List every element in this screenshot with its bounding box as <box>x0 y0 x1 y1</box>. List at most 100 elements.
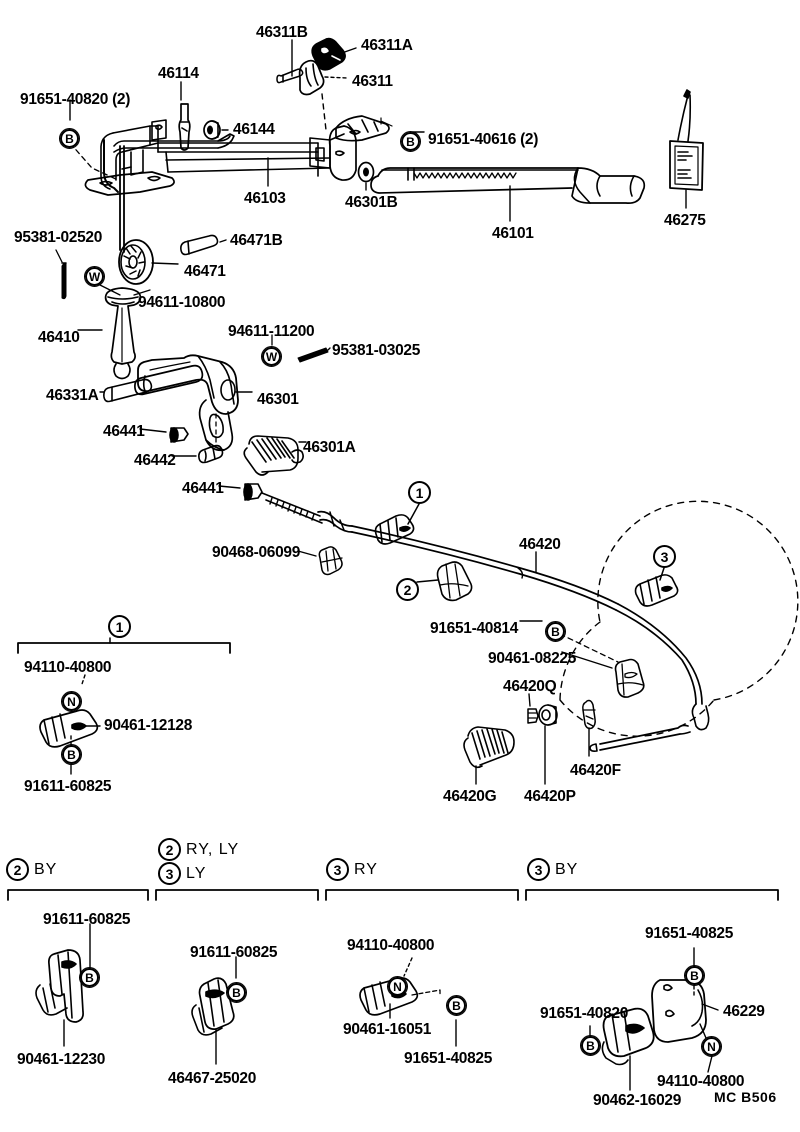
panel-4-label-90462-16029: 90462-16029 <box>593 1092 682 1109</box>
bottom-panel-brackets <box>7 889 779 901</box>
callout-badge-3: 3 <box>653 545 676 568</box>
inset-1-label-90461-12128: 90461-12128 <box>104 717 193 734</box>
panel-2-label-91611-60825: 91611-60825 <box>190 944 278 961</box>
part-label-91651-40814: 91651-40814 <box>430 620 519 637</box>
panel-header-3-ry: 3 RY <box>326 858 378 881</box>
inset-1-badge-bolt-b: B <box>60 743 83 766</box>
part-46114-pin <box>178 103 191 151</box>
panel-3-badge-bolt-b: B <box>445 994 468 1017</box>
panel-4-label-94110-40800: 94110-40800 <box>657 1073 745 1090</box>
part-46301a-spring <box>243 435 304 476</box>
part-label-46103: 46103 <box>244 190 286 207</box>
clamp-callout-1 <box>374 514 415 545</box>
callout-badge-2: 2 <box>396 578 419 601</box>
part-label-46420q: 46420Q <box>503 678 557 695</box>
part-label-95381-03025: 95381-03025 <box>332 342 421 359</box>
panel-4-part-90462-16029 <box>601 1007 655 1091</box>
part-46420p-grommet <box>538 704 558 726</box>
part-label-91651-40820: 91651-40820 (2) <box>20 91 131 108</box>
part-46311a-clip <box>311 37 346 71</box>
panel-header-text-ry: RY <box>354 860 378 878</box>
panel-1-badge-bolt-b: B <box>78 966 101 989</box>
panel-3-label-94110-40800: 94110-40800 <box>347 937 435 954</box>
part-46471-pulley <box>118 239 154 285</box>
part-label-90461-08225: 90461-08225 <box>488 650 577 667</box>
badge-washer-w-1: W <box>83 265 106 288</box>
part-46420-cable <box>261 492 710 752</box>
part-label-46311b: 46311B <box>256 24 308 41</box>
panel-header-badge-3c: 3 <box>527 858 550 881</box>
panel-4-label-46229: 46229 <box>723 1003 765 1020</box>
panel-4-label-91651-40820: 91651-40820 <box>540 1005 629 1022</box>
part-label-94611-10800: 94611-10800 <box>138 294 226 311</box>
part-label-95381-02520: 95381-02520 <box>14 229 103 246</box>
part-46101-lever <box>370 167 646 204</box>
inset-1-label-91611-60825: 91611-60825 <box>24 778 112 795</box>
part-label-46442: 46442 <box>134 452 176 469</box>
panel-header-badge-3b: 3 <box>326 858 349 881</box>
part-46441-nut-upper <box>169 427 189 443</box>
inset-1-badge-nut-n: N <box>60 690 83 713</box>
callout-badge-1: 1 <box>408 481 431 504</box>
panel-header-text-ly: LY <box>186 864 207 882</box>
panel-header-text-ry-ly: RY, LY <box>186 840 240 858</box>
part-46103-center-bracket <box>309 115 393 181</box>
panel-4-label-91651-40825: 91651-40825 <box>645 925 734 942</box>
part-label-46101: 46101 <box>492 225 534 242</box>
panel-header-2-ry-ly: 2 RY, LY <box>158 838 239 861</box>
badge-bolt-b-1: B <box>58 127 81 150</box>
part-90461-08225-clip <box>614 658 645 698</box>
part-46471b-bolt <box>180 234 219 256</box>
panel-header-badge-3a: 3 <box>158 862 181 885</box>
part-label-46301b: 46301B <box>345 194 398 211</box>
part-46420q-bush <box>527 708 539 724</box>
part-46420g-spring <box>463 726 515 769</box>
part-label-46301a: 46301A <box>303 439 356 456</box>
part-label-46311: 46311 <box>352 73 393 90</box>
badge-bolt-b-3: B <box>544 620 567 643</box>
panel-2-label-46467-25020: 46467-25020 <box>168 1070 257 1087</box>
panel-header-badge-2b: 2 <box>158 838 181 861</box>
panel-3-label-90461-16051: 90461-16051 <box>343 1021 432 1038</box>
part-label-46301: 46301 <box>257 391 299 408</box>
badge-bolt-b-2: B <box>399 130 422 153</box>
part-90468-06099-clip <box>318 546 343 576</box>
part-46275-tag <box>669 89 704 209</box>
inset-1-frame <box>17 637 231 654</box>
part-46311b-pin <box>276 68 304 84</box>
part-label-46275: 46275 <box>664 212 706 229</box>
panel-3-badge-nut-n: N <box>386 975 409 998</box>
panel-1-label-91611-60825: 91611-60825 <box>43 911 131 928</box>
panel-header-3-ly: 3 LY <box>158 862 206 885</box>
panel-4-badge-nut-n: N <box>700 1035 723 1058</box>
panel-4-badge-bolt-b2: B <box>579 1034 602 1057</box>
panel-3-label-91651-40825: 91651-40825 <box>404 1050 493 1067</box>
part-label-46420p: 46420P <box>524 788 576 805</box>
part-label-46420: 46420 <box>519 536 561 553</box>
inset-1-label-94110-40800: 94110-40800 <box>24 659 112 676</box>
panel-header-2-by: 2 BY <box>6 858 57 881</box>
part-95381-03025-key <box>297 347 329 363</box>
part-46420f-pin <box>582 699 596 757</box>
panel-header-text-by: BY <box>555 860 579 878</box>
panel-header-badge-2: 2 <box>6 858 29 881</box>
part-46442-clevis <box>198 444 224 464</box>
part-label-46471: 46471 <box>184 263 226 280</box>
part-label-46410: 46410 <box>38 329 80 346</box>
panel-4-part-46229 <box>651 979 719 1043</box>
badge-washer-w-2: W <box>260 345 283 368</box>
panel-2-badge-bolt-b: B <box>225 981 248 1004</box>
part-46441-nut-lower <box>243 483 263 501</box>
part-label-46311a: 46311A <box>361 37 413 54</box>
part-label-46420f: 46420F <box>570 762 621 779</box>
part-label-46441-upper: 46441 <box>103 423 145 440</box>
part-46410-rod-boot <box>104 133 235 380</box>
part-label-46144: 46144 <box>233 121 275 138</box>
panel-header-3-by: 3 BY <box>527 858 578 881</box>
part-label-46331a: 46331A <box>46 387 99 404</box>
panel-2-part-46467-25020 <box>191 977 235 1065</box>
part-label-46420g: 46420G <box>443 788 497 805</box>
part-label-46471b: 46471B <box>230 232 283 249</box>
